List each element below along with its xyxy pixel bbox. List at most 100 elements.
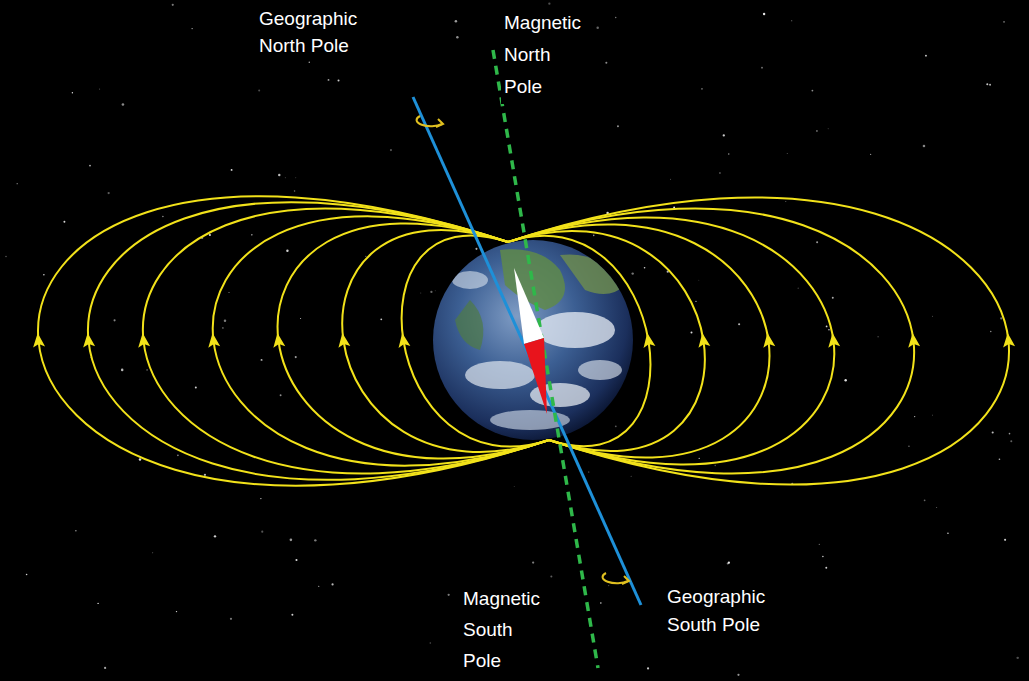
star xyxy=(908,445,909,446)
star xyxy=(328,79,330,81)
star xyxy=(986,83,988,85)
stars xyxy=(5,3,1019,676)
star xyxy=(822,556,824,558)
field-arrowhead xyxy=(32,332,45,347)
star xyxy=(17,183,18,184)
star xyxy=(924,499,926,501)
earth-globe xyxy=(433,240,633,440)
star xyxy=(719,172,720,173)
star xyxy=(1004,539,1006,541)
star xyxy=(291,614,293,616)
star xyxy=(295,356,297,358)
pole-label: Magnetic North Pole xyxy=(501,6,591,104)
star xyxy=(723,134,725,136)
star xyxy=(1000,317,1002,319)
star xyxy=(280,394,282,396)
star xyxy=(104,667,106,669)
star xyxy=(222,327,223,328)
pole-label: Geographic North Pole xyxy=(256,4,370,60)
field-arrowhead xyxy=(1002,332,1015,347)
star xyxy=(294,190,296,192)
star xyxy=(811,90,813,92)
star xyxy=(251,234,253,236)
star xyxy=(738,323,740,325)
star xyxy=(172,4,174,6)
star xyxy=(448,594,450,596)
field-arrowhead xyxy=(907,332,920,347)
star xyxy=(936,507,938,509)
star xyxy=(365,256,366,257)
field-arrowhead xyxy=(137,332,150,347)
star xyxy=(1009,433,1011,435)
star xyxy=(816,130,818,132)
star xyxy=(828,329,830,331)
star xyxy=(97,603,98,604)
star xyxy=(430,291,432,293)
star xyxy=(932,315,934,317)
star xyxy=(300,318,301,319)
field-arrowhead xyxy=(827,332,841,347)
star xyxy=(513,486,515,488)
star xyxy=(819,544,820,545)
star xyxy=(631,272,633,274)
star xyxy=(615,425,617,427)
star xyxy=(644,267,646,269)
star xyxy=(177,455,179,457)
star xyxy=(284,177,286,179)
star xyxy=(647,667,649,669)
star xyxy=(550,575,552,577)
star xyxy=(596,26,598,28)
field-line xyxy=(508,197,1009,484)
star xyxy=(278,174,280,176)
star xyxy=(390,149,392,151)
star xyxy=(75,530,77,532)
star xyxy=(989,84,991,86)
star xyxy=(593,235,595,237)
star xyxy=(195,386,197,388)
star xyxy=(231,169,233,171)
field-line xyxy=(38,196,549,485)
field-arrowhead xyxy=(641,332,655,348)
star xyxy=(430,642,432,644)
star xyxy=(1016,657,1018,659)
star xyxy=(380,318,382,320)
star xyxy=(992,432,994,434)
star xyxy=(204,474,206,476)
field-arrowhead xyxy=(761,332,775,347)
star xyxy=(914,416,915,417)
star xyxy=(63,221,65,223)
star xyxy=(122,103,125,106)
star xyxy=(737,674,739,676)
star xyxy=(455,20,458,23)
star xyxy=(925,55,927,57)
star xyxy=(99,89,100,90)
star xyxy=(146,369,147,370)
star xyxy=(699,458,700,459)
star xyxy=(214,535,216,537)
star xyxy=(932,414,934,416)
star xyxy=(261,359,263,361)
star xyxy=(1010,440,1012,442)
field-arrowhead xyxy=(271,332,285,347)
star xyxy=(630,475,632,477)
star xyxy=(1003,21,1005,23)
star xyxy=(763,13,765,15)
star xyxy=(107,192,109,194)
star xyxy=(548,3,550,5)
star xyxy=(870,154,871,155)
star xyxy=(701,88,703,90)
star xyxy=(588,471,590,473)
star xyxy=(26,574,28,576)
star xyxy=(475,248,477,250)
star xyxy=(261,531,263,533)
compass-needle xyxy=(514,268,547,414)
star xyxy=(228,292,229,293)
field-arrowhead xyxy=(336,332,350,348)
magnetic-axis xyxy=(493,50,598,668)
star xyxy=(844,379,846,381)
star xyxy=(295,177,297,179)
star xyxy=(728,562,730,564)
star xyxy=(797,287,799,289)
